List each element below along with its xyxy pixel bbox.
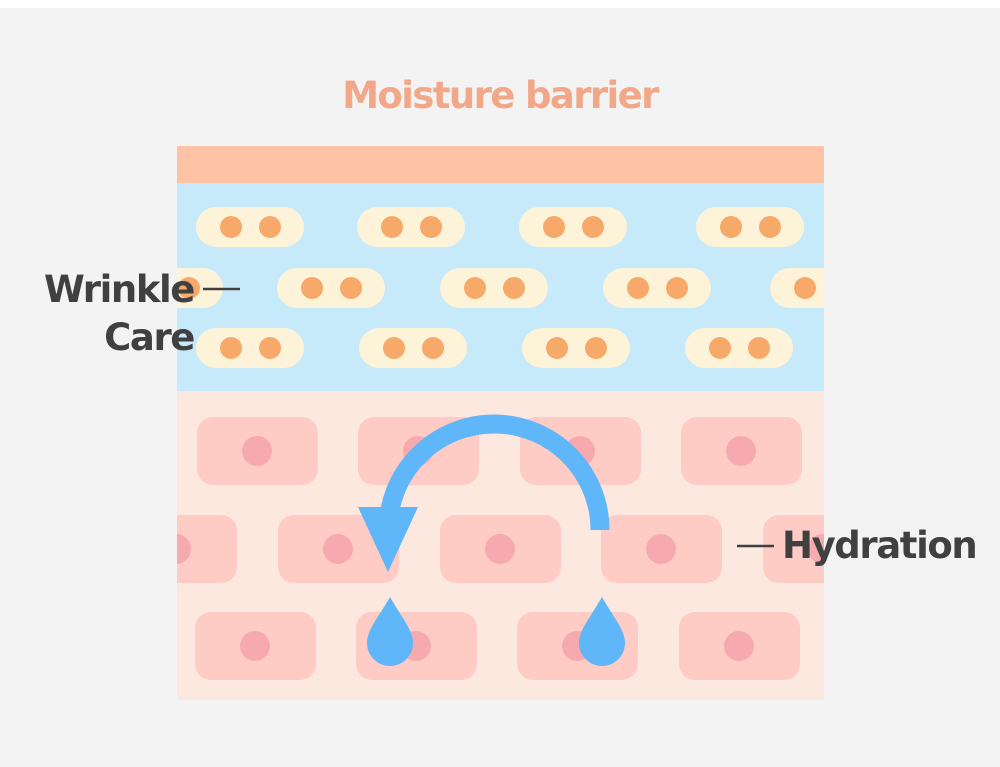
- corneocyte-dot: [833, 277, 855, 299]
- skin-top-band: [177, 146, 824, 183]
- dermal-nucleus: [485, 534, 515, 564]
- corneocyte-dot: [259, 337, 281, 359]
- dermal-cell: [177, 515, 237, 583]
- corneocyte-dot: [546, 337, 568, 359]
- corneocyte-dot: [464, 277, 486, 299]
- corneocyte-dot: [420, 216, 442, 238]
- corneocyte-dot: [582, 216, 604, 238]
- corneocyte-dot: [383, 337, 405, 359]
- corneocyte-group: [177, 207, 855, 368]
- corneocyte-dot: [709, 337, 731, 359]
- corneocyte-cell: [357, 207, 465, 247]
- corneocyte-cell: [196, 328, 304, 368]
- corneocyte-dot: [220, 337, 242, 359]
- corneocyte-dot: [720, 216, 742, 238]
- corneocyte-dot: [585, 337, 607, 359]
- water-drop-icon: [579, 597, 625, 666]
- corneocyte-dot: [422, 337, 444, 359]
- corneocyte-dot: [759, 216, 781, 238]
- wrinkle-label-line1: Wrinkle: [43, 268, 195, 311]
- dermal-nucleus: [177, 534, 191, 564]
- diagram-title: Moisture barrier: [342, 74, 659, 117]
- corneocyte-dot: [503, 277, 525, 299]
- corneocyte-cell: [522, 328, 630, 368]
- dermal-cell: [763, 515, 824, 583]
- corneocyte-cell: [519, 207, 627, 247]
- corneocyte-dot: [259, 216, 281, 238]
- curved-arrow-icon: [358, 414, 610, 572]
- corneocyte-dot: [340, 277, 362, 299]
- corneocyte-dot: [220, 216, 242, 238]
- corneocyte-dot: [178, 277, 200, 299]
- dermal-nucleus: [808, 534, 824, 564]
- corneocyte-cell: [359, 328, 467, 368]
- wrinkle-label-line2: Care: [104, 316, 195, 359]
- corneocyte-dot: [794, 277, 816, 299]
- corneocyte-cell: [770, 268, 824, 308]
- dermal-nucleus: [323, 534, 353, 564]
- corneocyte-dot: [381, 216, 403, 238]
- corneocyte-cell: [696, 207, 804, 247]
- corneocyte-cell: [196, 207, 304, 247]
- dermal-nucleus: [724, 631, 754, 661]
- corneocyte-cell: [603, 268, 711, 308]
- corneocyte-dot: [627, 277, 649, 299]
- corneocyte-dot: [543, 216, 565, 238]
- dermal-nucleus: [240, 631, 270, 661]
- wrinkle-care-label: Wrinkle Care: [43, 266, 195, 362]
- dermal-nucleus: [646, 534, 676, 564]
- corneocyte-cell: [685, 328, 793, 368]
- corneocyte-dot: [666, 277, 688, 299]
- corneocyte-cell: [277, 268, 385, 308]
- dermal-nucleus: [242, 436, 272, 466]
- dermal-nucleus: [726, 436, 756, 466]
- corneocyte-dot: [301, 277, 323, 299]
- corneocyte-cell: [440, 268, 548, 308]
- hydration-label: Hydration: [782, 524, 978, 567]
- corneocyte-dot: [748, 337, 770, 359]
- water-drop-icon: [367, 597, 413, 666]
